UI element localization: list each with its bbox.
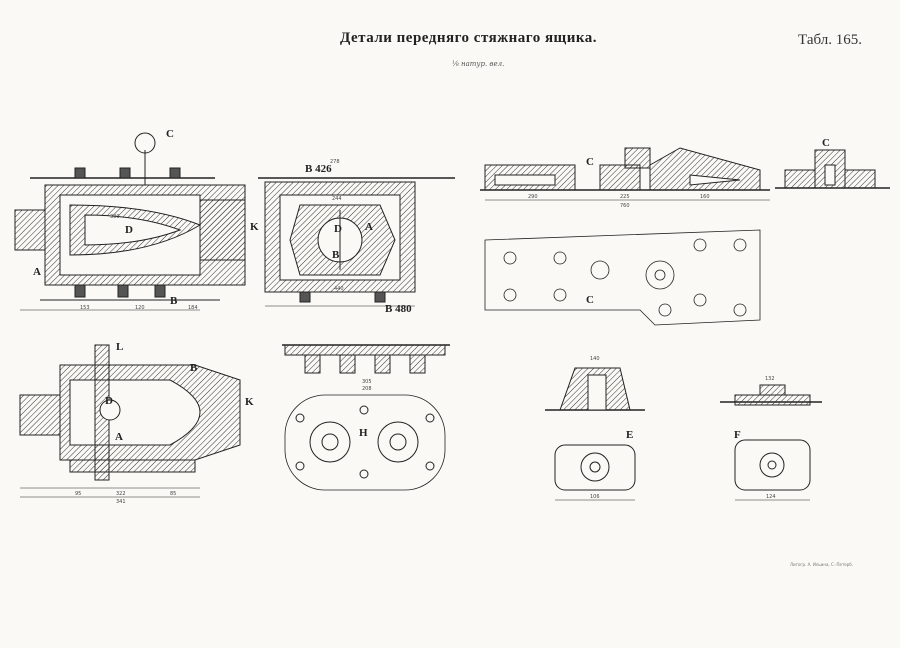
label-b426: B 426: [305, 163, 332, 175]
dim-244: 244: [332, 196, 342, 202]
label-c-small: C: [822, 137, 830, 149]
dim-341: 341: [116, 499, 126, 505]
dim-85: 85: [170, 491, 176, 497]
view-flange-h: [282, 344, 450, 491]
label-c-top: C: [166, 128, 174, 140]
dim-95: 95: [75, 491, 81, 497]
view-side-section: [258, 177, 455, 307]
label-k-top: K: [250, 221, 259, 233]
view-bar-plan: [484, 229, 761, 326]
label-k-plan: K: [245, 396, 254, 408]
view-front-section: [14, 132, 246, 311]
label-d-plan: D: [105, 395, 113, 407]
label-b480: B 480: [385, 303, 412, 315]
label-a-top: A: [33, 266, 41, 278]
dim-184: 184: [188, 305, 198, 311]
label-a-plan: A: [115, 431, 123, 443]
label-c-bar: C: [586, 156, 594, 168]
view-bar-profile: [480, 147, 770, 201]
dim-290: 290: [528, 194, 538, 200]
label-f: F: [734, 429, 741, 441]
dim-278: 278: [330, 159, 340, 165]
dim-330: 330: [110, 214, 120, 220]
label-b-top: B: [170, 295, 178, 307]
view-c-small: [775, 149, 890, 189]
label-b-plan: B: [190, 362, 198, 374]
dim-322: 322: [116, 491, 126, 497]
dim-440: 440: [334, 286, 344, 292]
view-part-f: [720, 384, 822, 501]
dim-225: 225: [620, 194, 630, 200]
label-a-side: A: [365, 221, 373, 233]
label-d-top: D: [125, 224, 133, 236]
dim-208: 208: [362, 386, 372, 392]
plate-title: Детали передняго стяжнаго ящика.: [340, 30, 598, 46]
lithographer-imprint: Литогр. А. Ильина, С.-Петерб.: [790, 562, 854, 567]
dim-120: 120: [135, 305, 145, 311]
dim-160: 160: [700, 194, 710, 200]
label-e: E: [626, 429, 633, 441]
view-plan-bottom: [19, 344, 241, 498]
label-l: L: [116, 341, 123, 353]
dim-132: 132: [765, 376, 775, 382]
dim-760: 760: [620, 203, 630, 209]
scale-note: ⅛ натур. вел.: [452, 60, 505, 68]
dim-106: 106: [590, 494, 600, 500]
label-c-plan: C: [586, 294, 594, 306]
label-h: H: [359, 427, 368, 439]
dim-124: 124: [766, 494, 776, 500]
dim-153: 153: [80, 305, 90, 311]
dim-305: 305: [362, 379, 372, 385]
label-d-side: D: [334, 223, 342, 235]
dim-140: 140: [590, 356, 600, 362]
label-b-side: B: [332, 249, 340, 261]
view-part-e: [545, 367, 645, 501]
plate-number: Табл. 165.: [798, 32, 862, 48]
